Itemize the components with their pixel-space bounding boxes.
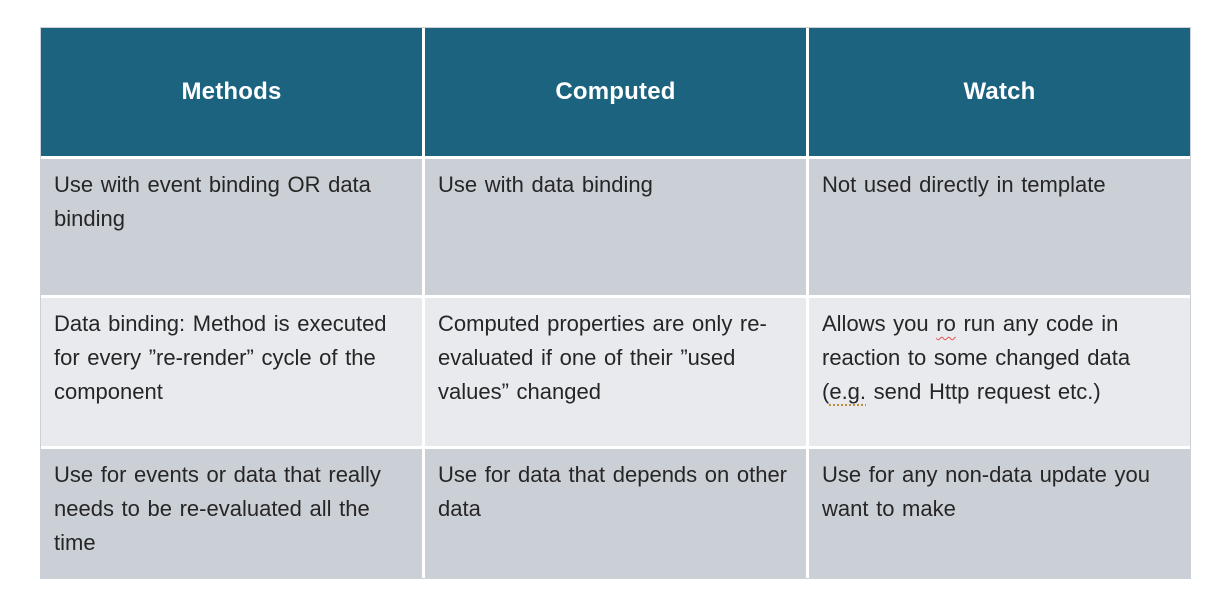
row2-watch-spellcheck-flagged-word: ro (936, 311, 956, 336)
row1-watch-text: Not used directly in template (822, 172, 1106, 197)
row2-computed-text: Computed properties are only re-evaluate… (438, 311, 767, 404)
methods-computed-watch-comparison-table: Methods Computed Watch Use with event bi… (40, 27, 1191, 579)
row1-computed-text: Use with data binding (438, 172, 653, 197)
row3-computed-text: Use for data that depends on other data (438, 462, 788, 521)
row2-methods-text: Data binding: Method is executed for eve… (54, 311, 387, 404)
row2-watch-cell: Allows you ro run any code in reaction t… (809, 298, 1190, 446)
header-cell-watch: Watch (809, 28, 1190, 156)
row2-methods-cell: Data binding: Method is executed for eve… (41, 298, 422, 446)
row3-watch-cell: Use for any non-data update you want to … (809, 449, 1190, 578)
row2-watch-text-part3: send Http request etc.) (866, 379, 1101, 404)
row1-methods-cell: Use with event binding OR data binding (41, 159, 422, 295)
row2-watch-text-part1: Allows you (822, 311, 937, 336)
row2-watch-text-part2: run any code in reaction to some changed… (822, 311, 1131, 404)
header-cell-methods: Methods (41, 28, 422, 156)
row1-methods-text: Use with event binding OR data binding (54, 172, 371, 231)
row2-watch-grammar-flagged-word: e.g. (829, 379, 867, 404)
row3-watch-text: Use for any non-data update you want to … (822, 462, 1150, 521)
row2-computed-cell: Computed properties are only re-evaluate… (425, 298, 806, 446)
row3-methods-cell: Use for events or data that really needs… (41, 449, 422, 578)
row1-watch-cell: Not used directly in template (809, 159, 1190, 295)
header-label-watch: Watch (963, 78, 1036, 105)
row3-methods-text: Use for events or data that really needs… (54, 462, 381, 555)
header-label-methods: Methods (181, 78, 282, 105)
header-label-computed: Computed (555, 78, 676, 105)
row1-computed-cell: Use with data binding (425, 159, 806, 295)
header-cell-computed: Computed (425, 28, 806, 156)
row3-computed-cell: Use for data that depends on other data (425, 449, 806, 578)
